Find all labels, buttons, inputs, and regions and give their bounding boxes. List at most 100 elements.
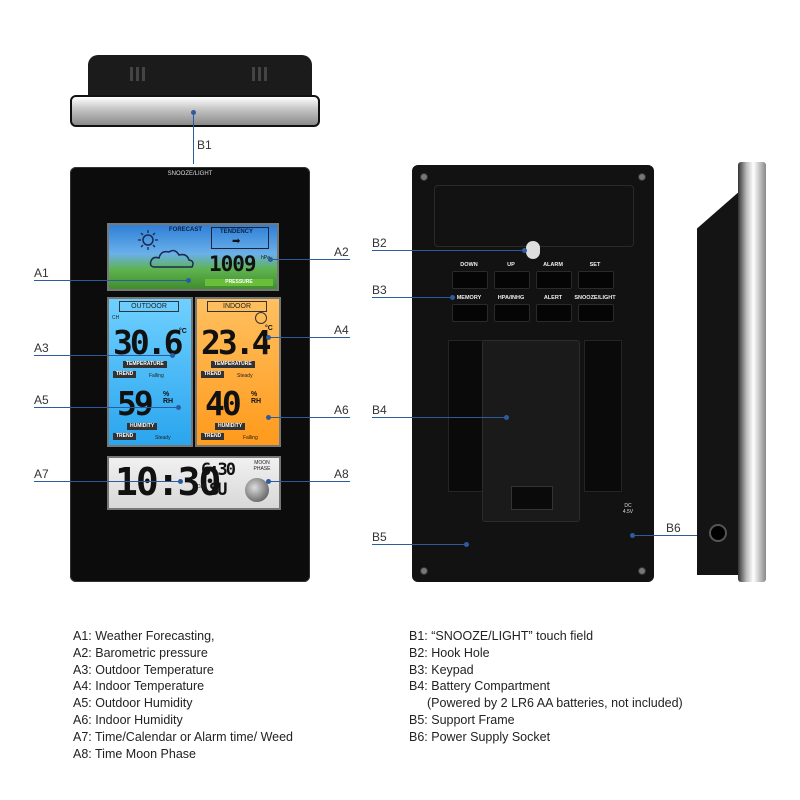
callout-a5: A5 bbox=[34, 393, 49, 407]
vent-icon bbox=[252, 67, 255, 81]
vent-icon bbox=[264, 67, 267, 81]
callout-a7: A7 bbox=[34, 467, 49, 481]
down-key[interactable] bbox=[452, 271, 488, 289]
outdoor-hum-unit: % RH bbox=[163, 391, 174, 405]
outdoor-temp-unit: °C bbox=[179, 328, 187, 335]
legend-item: B2: Hook Hole bbox=[409, 645, 490, 660]
callout-a3: A3 bbox=[34, 341, 49, 355]
legend-item: B1: “SNOOZE/LIGHT” touch field bbox=[409, 629, 594, 643]
screw-icon bbox=[420, 173, 428, 181]
callout-a4: A4 bbox=[334, 323, 349, 337]
legend-item: B5: Support Frame bbox=[409, 712, 515, 727]
dc-label: DC 4.5V bbox=[622, 503, 634, 515]
indoor-title: INDOOR bbox=[207, 301, 267, 312]
indoor-trend-text: Steady bbox=[237, 373, 253, 379]
key-label-up: UP bbox=[507, 262, 515, 268]
outdoor-title: OUTDOOR bbox=[119, 301, 179, 312]
legend-item: A8: Time Moon Phase bbox=[73, 746, 196, 761]
legend-item: A2: Barometric pressure bbox=[73, 645, 208, 660]
callout-b6: B6 bbox=[666, 521, 681, 535]
pressure-value: 1009 bbox=[209, 252, 257, 276]
indoor-humidity-label: HUMIDITY bbox=[215, 423, 246, 430]
outdoor-temperature-label: TEMPERATURE bbox=[123, 361, 167, 368]
callout-b1: B1 bbox=[197, 138, 212, 152]
callout-a1: A1 bbox=[34, 266, 49, 280]
set-key[interactable] bbox=[578, 271, 614, 289]
vent-icon bbox=[258, 67, 261, 81]
legend-item: B3: Keypad bbox=[409, 662, 474, 677]
legend-item: A1: Weather Forecasting, bbox=[73, 629, 215, 643]
indoor-temp-unit: °C bbox=[265, 325, 273, 332]
key-label-down: DOWN bbox=[460, 262, 478, 268]
power-socket-icon bbox=[709, 524, 727, 542]
key-label-snooze: SNOOZE/LIGHT bbox=[574, 295, 616, 301]
sun-icon bbox=[137, 229, 159, 256]
vent-icon bbox=[142, 67, 145, 81]
indoor-humidity: 40 bbox=[205, 384, 242, 423]
legend-left: A1: Weather Forecasting, A2: Barometric … bbox=[73, 628, 293, 762]
up-key[interactable] bbox=[494, 271, 530, 289]
device-side-body bbox=[697, 190, 741, 575]
legend-item: A4: Indoor Temperature bbox=[73, 679, 205, 694]
alarm-key[interactable] bbox=[536, 271, 572, 289]
key-label-set: SET bbox=[589, 262, 601, 268]
alert-key[interactable] bbox=[536, 304, 572, 322]
device-back-view: DOWN UP ALARM SET MEMORY HPA/INHG ALERT … bbox=[412, 165, 654, 582]
indoor-hum-trend-label: TREND bbox=[201, 433, 225, 440]
legend-item: A3: Outdoor Temperature bbox=[73, 662, 214, 677]
key-label-alert: ALERT bbox=[543, 295, 563, 301]
callout-a2: A2 bbox=[334, 245, 349, 259]
indoor-temperature: 23.4 bbox=[201, 323, 272, 362]
support-leg bbox=[584, 340, 622, 492]
legend-item: B4: Battery Compartment bbox=[409, 679, 551, 694]
legend-item: (Powered by 2 LR6 AA batteries, not incl… bbox=[427, 696, 683, 711]
hpa-inhg-key[interactable] bbox=[494, 304, 530, 322]
day-label: DAY bbox=[197, 484, 207, 490]
memory-key[interactable] bbox=[452, 304, 488, 322]
outdoor-humidity-label: HUMIDITY bbox=[127, 423, 158, 430]
legend-item: B6: Power Supply Socket bbox=[409, 729, 551, 744]
small-time: 6:30 bbox=[201, 460, 236, 480]
device-front-view: SNOOZE/LIGHT FORECAST TENDENCY ➡ 1009 hP… bbox=[70, 167, 310, 582]
day-value: SU bbox=[209, 480, 228, 500]
device-top-view bbox=[88, 55, 312, 97]
support-leg bbox=[448, 340, 486, 492]
legend-item: A5: Outdoor Humidity bbox=[73, 696, 193, 711]
top-recess bbox=[434, 185, 634, 247]
forecast-label: FORECAST bbox=[169, 227, 202, 233]
legend-item: A7: Time/Calendar or Alarm time/ Weed bbox=[73, 729, 293, 744]
outdoor-trend-text: Falling bbox=[149, 373, 164, 379]
smiley-icon bbox=[255, 312, 267, 324]
pressure-label: PRESSURE bbox=[205, 279, 273, 286]
indoor-trend-label: TREND bbox=[201, 371, 225, 378]
key-label-memory: MEMORY bbox=[456, 295, 482, 301]
arrow-right-icon: ➡ bbox=[232, 236, 241, 247]
vent-icon bbox=[136, 67, 139, 81]
screw-icon bbox=[638, 173, 646, 181]
snooze-touch-strip bbox=[70, 95, 320, 127]
indoor-panel: INDOOR 23.4 °C TEMPERATURE TREND Steady … bbox=[195, 297, 281, 447]
snooze-light-key[interactable] bbox=[578, 304, 614, 322]
indoor-hum-trend-text: Falling bbox=[243, 435, 258, 441]
clock-time: 10:30 bbox=[115, 460, 221, 504]
legend-right: B1: “SNOOZE/LIGHT” touch field B2: Hook … bbox=[409, 628, 683, 746]
outdoor-trend-label: TREND bbox=[113, 371, 137, 378]
outdoor-panel: OUTDOOR CH 30.6 °C TEMPERATURE TREND Fal… bbox=[107, 297, 193, 447]
tendency-label: TENDENCY bbox=[220, 229, 254, 235]
outdoor-hum-trend-text: Steady bbox=[155, 435, 171, 441]
device-side-view bbox=[738, 162, 766, 582]
indoor-hum-unit: % RH bbox=[251, 391, 262, 405]
key-label-hpa: HPA/INHG bbox=[497, 295, 525, 301]
callout-b3: B3 bbox=[372, 283, 387, 297]
outdoor-humidity: 59 bbox=[117, 384, 154, 423]
vent-icon bbox=[130, 67, 133, 81]
key-label-alarm: ALARM bbox=[543, 262, 563, 268]
snooze-light-label: SNOOZE/LIGHT bbox=[167, 171, 213, 177]
callout-b5: B5 bbox=[372, 530, 387, 544]
cloud-icon bbox=[149, 247, 195, 274]
legend-item: A6: Indoor Humidity bbox=[73, 712, 183, 727]
callout-a8: A8 bbox=[334, 467, 349, 481]
callout-b2: B2 bbox=[372, 236, 387, 250]
moon-phase-label: MOON PHASE bbox=[253, 460, 271, 472]
pressure-unit: hPa bbox=[261, 255, 270, 261]
